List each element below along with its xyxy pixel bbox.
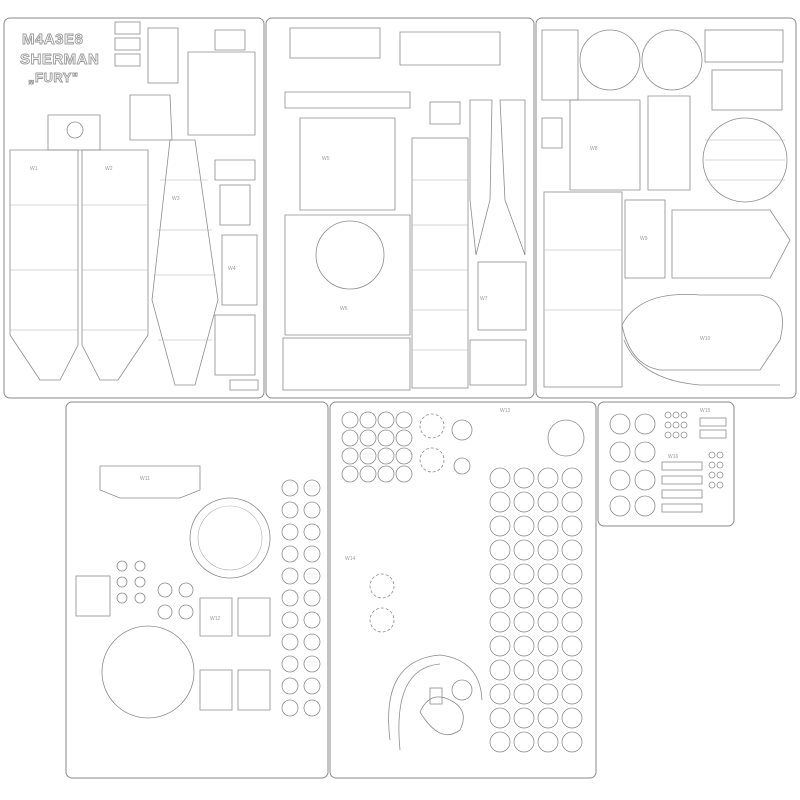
label-w10: W10 — [700, 336, 711, 342]
tiny-rings-sheet-6 — [664, 411, 724, 489]
label-w8: W8 — [590, 146, 598, 152]
sheet-6: W15 W16 — [597, 401, 735, 527]
sheet-1: M4A3E8 SHERMAN „FURY" W1 — [3, 17, 265, 399]
label-w15: W15 — [700, 408, 711, 414]
big-wheel-grid — [489, 467, 583, 753]
title-line-1: M4A3E8 — [22, 31, 83, 48]
sheet-3: W8 W9 W10 — [535, 17, 797, 399]
small-rings-sheet-4 — [116, 560, 194, 620]
label-w9: W9 — [640, 236, 648, 242]
label-w14: W14 — [345, 556, 356, 562]
label-w2: W2 — [105, 166, 113, 172]
label-w6: W6 — [340, 306, 348, 312]
sheet-5: W13 W14 — [329, 401, 597, 779]
label-w12: W12 — [210, 616, 221, 622]
sheet-2: W5 W6 W7 — [265, 17, 535, 399]
sprockets — [369, 413, 445, 633]
label-w7: W7 — [480, 296, 488, 302]
label-w5: W5 — [322, 156, 330, 162]
label-w11: W11 — [140, 476, 150, 482]
wheel-column-sheet-4 — [281, 479, 321, 717]
wheels-top-left — [341, 411, 413, 483]
title-line-3: „FURY" — [28, 70, 79, 85]
label-w16: W16 — [668, 454, 679, 460]
label-w13: W13 — [500, 408, 511, 414]
label-w3: W3 — [172, 196, 180, 202]
label-w1: W1 — [30, 166, 38, 172]
sheet-4: W11 W12 — [65, 401, 329, 779]
label-w4: W4 — [228, 266, 236, 272]
title-line-2: SHERMAN — [20, 51, 99, 68]
